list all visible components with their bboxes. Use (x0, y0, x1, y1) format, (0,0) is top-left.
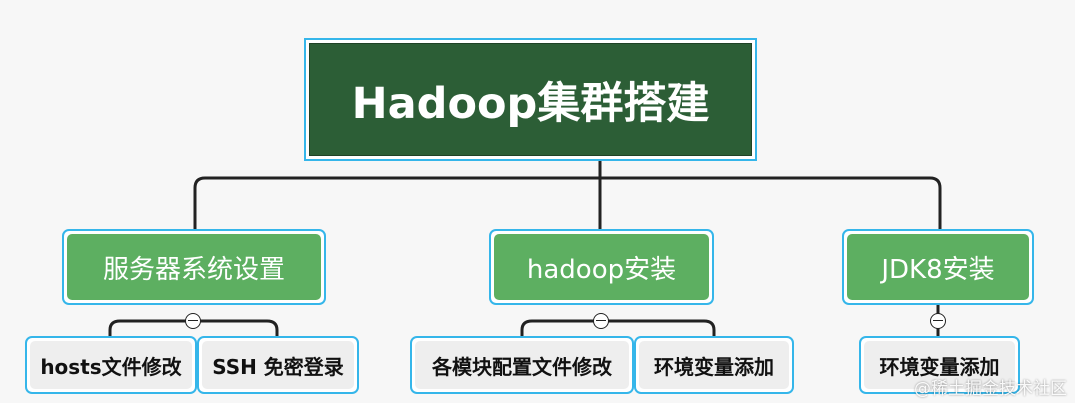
root-connector (193, 160, 942, 230)
branch-label-system-settings: 服务器系统设置 (67, 234, 321, 300)
root-node[interactable]: Hadoop集群搭建 (304, 38, 757, 161)
leaf-label-module-config: 各模块配置文件修改 (415, 341, 629, 389)
branch-label-jdk8-install: JDK8安装 (847, 234, 1029, 300)
leaf-label-env-jdk: 环境变量添加 (864, 341, 1015, 389)
collapse-jdk8-install-icon[interactable] (930, 313, 946, 329)
root-label: Hadoop集群搭建 (309, 43, 752, 156)
leaf-label-ssh: SSH 免密登录 (202, 341, 354, 389)
branch-node-hadoop-install[interactable]: hadoop安装 (489, 229, 714, 305)
leaf-node-module-config[interactable]: 各模块配置文件修改 (410, 336, 634, 394)
branch-label-hadoop-install: hadoop安装 (494, 234, 709, 300)
leaf-node-env-hadoop[interactable]: 环境变量添加 (634, 336, 794, 394)
leaf-node-env-jdk[interactable]: 环境变量添加 (859, 336, 1020, 394)
collapse-system-settings-icon[interactable] (185, 313, 201, 329)
branch-node-jdk8-install[interactable]: JDK8安装 (842, 229, 1034, 305)
collapse-hadoop-install-icon[interactable] (593, 313, 609, 329)
leaf-node-hosts[interactable]: hosts文件修改 (25, 336, 197, 394)
leaf-node-ssh[interactable]: SSH 免密登录 (197, 336, 359, 394)
branch-connector-hadoop (520, 319, 716, 340)
branch-node-system-settings[interactable]: 服务器系统设置 (62, 229, 326, 305)
watermark-text: @稀土掘金技术社区 (914, 379, 1067, 399)
leaf-label-hosts: hosts文件修改 (30, 341, 192, 389)
leaf-label-env-hadoop: 环境变量添加 (639, 341, 789, 389)
